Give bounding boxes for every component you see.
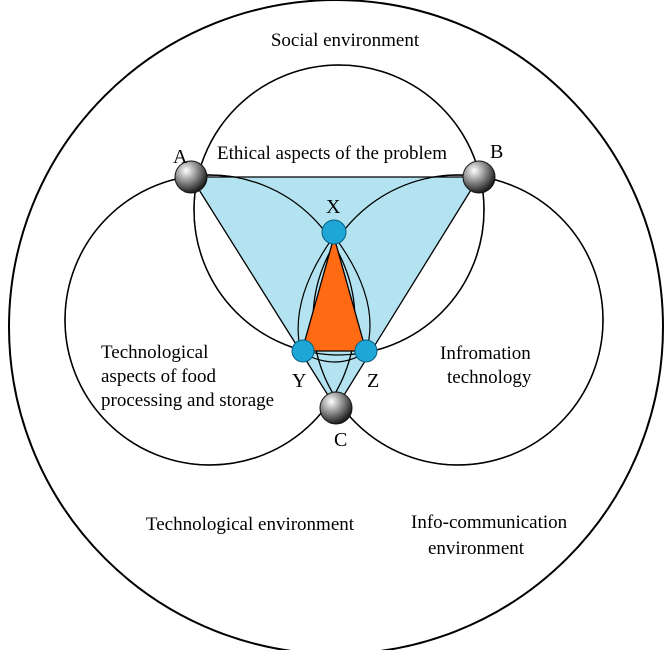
info-comm-environment-line-1: Info-communication [411, 512, 568, 533]
tech-aspects-line-1: Technological [101, 342, 208, 363]
point-label-x: X [326, 196, 341, 218]
social-environment-label: Social environment [271, 30, 420, 51]
social-environment-circle [8, 0, 664, 650]
tech-aspects-line-2: aspects of food [101, 366, 217, 387]
xyz-lens [297, 234, 371, 363]
node-a [174, 160, 208, 194]
info-technology-line-1: Infromation [440, 343, 531, 364]
tech-environment-label: Technological environment [146, 514, 355, 535]
point-label-c: C [334, 429, 347, 451]
ethical-aspects-label: Ethical aspects of the problem [217, 143, 447, 164]
node-y [291, 339, 315, 363]
xyz-triangle [301, 234, 367, 352]
node-x [321, 219, 347, 245]
ethical-circle-overlay [193, 64, 485, 356]
node-z [354, 339, 378, 363]
point-label-b: B [490, 141, 503, 163]
node-b [462, 160, 496, 194]
tech-aspects-line-3: processing and storage [101, 390, 274, 411]
node-c [319, 391, 353, 425]
info-comm-environment-line-2: environment [428, 538, 525, 559]
info-technology-line-2: technology [447, 367, 532, 388]
point-label-y: Y [292, 370, 306, 392]
point-label-a: A [173, 146, 188, 168]
point-label-z: Z [367, 370, 379, 392]
